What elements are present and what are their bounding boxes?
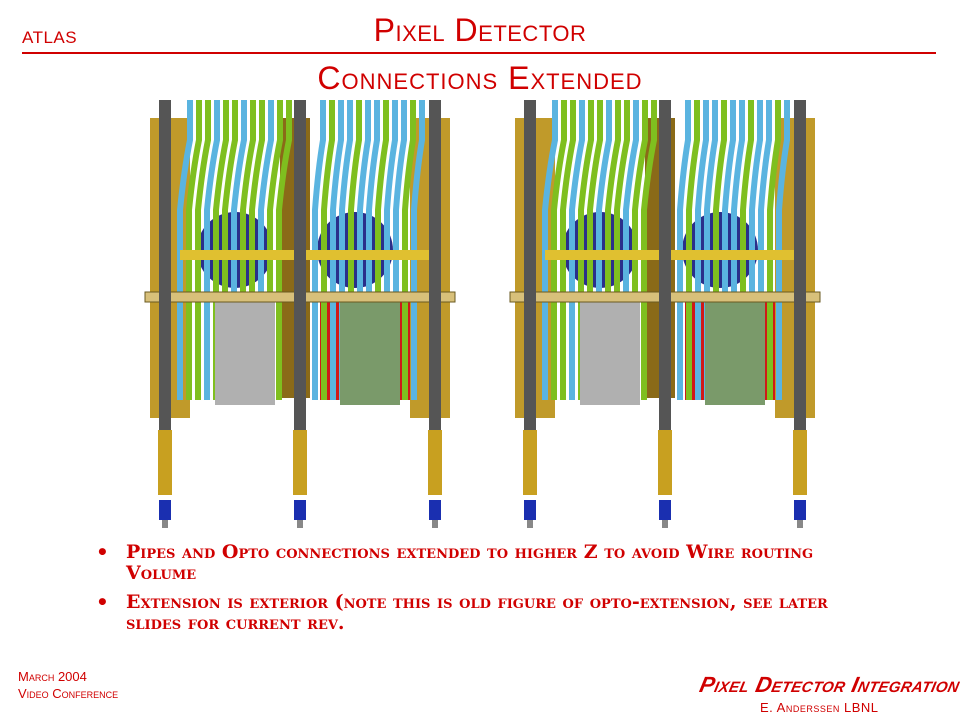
pipe-connector [429, 500, 441, 520]
bullet-dot: • [96, 590, 109, 614]
pipe-fitting [428, 430, 442, 495]
pipe-fitting [293, 430, 307, 495]
cable [195, 100, 211, 400]
pipe-tip [162, 520, 168, 528]
cable [542, 100, 558, 400]
cable [213, 100, 229, 400]
cable [231, 100, 247, 400]
atlas-label: ATLAS [22, 28, 78, 47]
cable [177, 100, 193, 400]
pipe-connector [159, 500, 171, 520]
pipe [159, 100, 171, 440]
cable [560, 100, 576, 400]
cable-bundle [705, 300, 765, 405]
assembly-left [144, 100, 456, 528]
cable [722, 100, 736, 400]
detector-connections-figure [144, 100, 821, 528]
cable [713, 100, 727, 400]
date-block: March 2004 Video Conference [18, 668, 118, 702]
page-title: Pixel Detector [373, 12, 587, 48]
cable-bundle [215, 300, 275, 405]
cable [222, 100, 238, 400]
cable [384, 100, 398, 400]
pipe-tip [527, 520, 533, 528]
cable [740, 100, 754, 400]
pipe-connector [659, 500, 671, 520]
cable [578, 100, 594, 400]
cable [569, 100, 585, 400]
cable [623, 100, 639, 400]
cable [348, 100, 362, 400]
cable [411, 100, 425, 400]
cable-bundle [340, 300, 400, 405]
cable [749, 100, 763, 400]
cable [677, 100, 691, 400]
cable [551, 100, 567, 400]
cable [641, 100, 657, 400]
cable [767, 100, 781, 400]
bullet-list: • Pipes and Opto connections extended to … [96, 542, 856, 642]
cable [614, 100, 630, 400]
bullet-item: • Pipes and Opto connections extended to … [96, 542, 856, 584]
pipe-tip [662, 520, 668, 528]
author-credit: E. Anderssen LBNL [760, 700, 879, 715]
bullet-item: • Extension is exterior (note this is old… [96, 592, 856, 634]
cable [393, 100, 407, 400]
pipe-connector [794, 500, 806, 520]
cable [339, 100, 353, 400]
pipe-connector [524, 500, 536, 520]
pipe-fitting [793, 430, 807, 495]
cable [366, 100, 380, 400]
cable [186, 100, 202, 400]
date-line: March 2004 [18, 669, 87, 684]
cable [686, 100, 700, 400]
cable [357, 100, 371, 400]
cable [321, 100, 335, 400]
title-rule [22, 52, 936, 54]
pipe [794, 100, 806, 440]
pipe-tip [432, 520, 438, 528]
pipe-fitting [158, 430, 172, 495]
cable [276, 100, 292, 400]
pipe-tip [297, 520, 303, 528]
cable [704, 100, 718, 400]
cable [632, 100, 648, 400]
cable [330, 100, 344, 400]
pipe-fitting [658, 430, 672, 495]
pipe-fitting [523, 430, 537, 495]
brand-logo: Pixel Detector Integration [697, 672, 960, 697]
pipe [294, 100, 306, 440]
cable [258, 100, 274, 400]
cable [596, 100, 612, 400]
pipe-connector [294, 500, 306, 520]
cable [731, 100, 745, 400]
assembly-right [509, 100, 821, 528]
cable-bundle [580, 300, 640, 405]
pipe [429, 100, 441, 440]
cable [267, 100, 283, 400]
cable [249, 100, 265, 400]
cable [402, 100, 416, 400]
cable [240, 100, 256, 400]
page-subtitle: Connections Extended [317, 60, 643, 96]
cable [695, 100, 709, 400]
pipe [659, 100, 671, 440]
cable [776, 100, 790, 400]
event-line: Video Conference [18, 686, 119, 701]
bullet-text: Extension is exterior (note this is old … [126, 591, 828, 634]
cable [204, 100, 220, 400]
cable [758, 100, 772, 400]
cable [312, 100, 326, 400]
bullet-dot: • [96, 540, 109, 564]
cable [587, 100, 603, 400]
pipe-tip [797, 520, 803, 528]
cable [605, 100, 621, 400]
bullet-text: Pipes and Opto connections extended to h… [126, 541, 814, 584]
pipe [524, 100, 536, 440]
cable [375, 100, 389, 400]
